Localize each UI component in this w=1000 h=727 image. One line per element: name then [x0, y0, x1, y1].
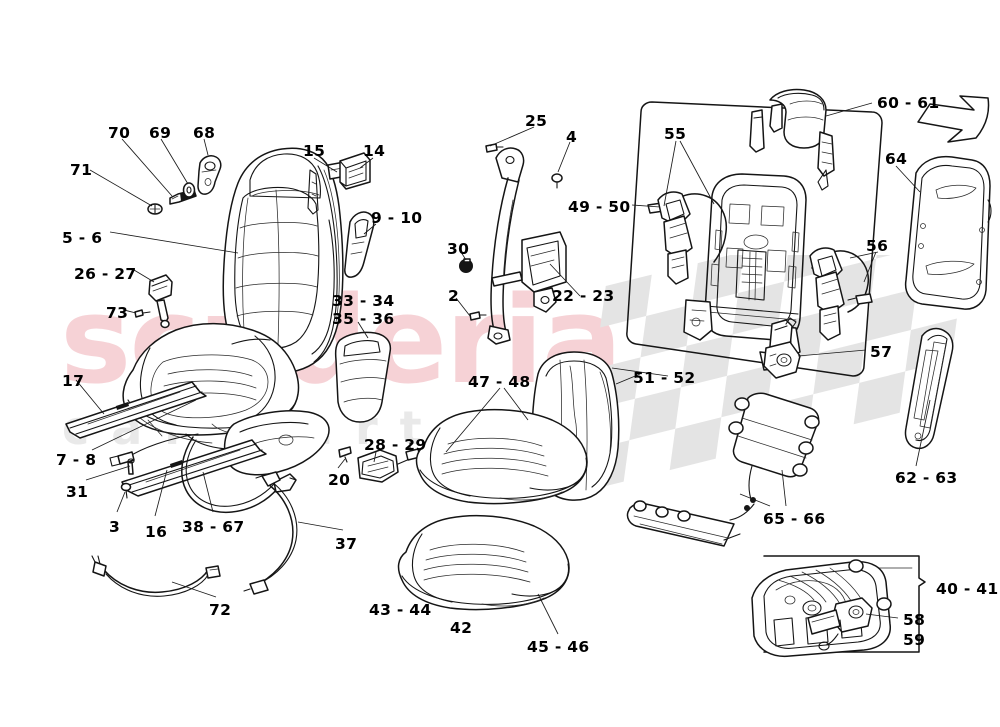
part-belt-stop-button-30 — [459, 258, 473, 273]
callout-68: 68 — [193, 124, 216, 142]
callout-20: 20 — [328, 471, 351, 489]
part-trim-clip-14 — [339, 152, 371, 190]
callout-35-36: 35 - 36 — [332, 310, 395, 328]
part-belt-screw-4 — [551, 173, 563, 189]
callout-72: 72 — [209, 601, 232, 619]
callout-45-46: 45 - 46 — [527, 638, 590, 656]
callout-58: 58 — [903, 611, 926, 629]
callout-17: 17 — [62, 372, 85, 390]
callout-64: 64 — [885, 150, 908, 168]
part-small-screw-73 — [134, 309, 151, 318]
part-washer-69 — [182, 182, 196, 198]
callout-28-29: 28 - 29 — [364, 436, 427, 454]
part-rail-bolt-3 — [120, 482, 132, 499]
callout-55: 55 — [664, 125, 687, 143]
part-wiring-harness-37 — [243, 471, 298, 595]
callout-3: 3 — [109, 518, 121, 536]
callout-73: 73 — [106, 304, 129, 322]
part-adjuster-motor-57 — [763, 317, 801, 379]
callout-16: 16 — [145, 523, 168, 541]
part-rail-pin-31 — [127, 458, 135, 475]
callout-15: 15 — [303, 142, 326, 160]
callout-9-10: 9 - 10 — [371, 209, 423, 227]
part-seat-cushion-upper-47-48 — [415, 351, 620, 505]
direction-arrow-icon — [917, 95, 990, 143]
part-seat-belt-assembly — [487, 147, 567, 345]
callout-25: 25 — [525, 112, 548, 130]
callout-33-34: 33 - 34 — [332, 292, 395, 310]
callout-47-48: 47 - 48 — [468, 373, 531, 391]
callout-22-23: 22 - 23 — [552, 287, 615, 305]
part-lumbar-cable-55 — [647, 191, 728, 285]
part-side-trim-cover-9-10 — [344, 211, 375, 278]
callout-60-61: 60 - 61 — [877, 94, 940, 112]
callout-30: 30 — [447, 240, 470, 258]
callout-57: 57 — [870, 343, 893, 361]
part-headrest-60-61 — [749, 88, 835, 191]
part-belt-lower-bolt-2 — [469, 311, 487, 321]
callout-14: 14 — [363, 142, 386, 160]
part-base-motor-58-59 — [807, 597, 873, 651]
callout-7-8: 7 - 8 — [56, 451, 97, 469]
leader-lines — [75, 102, 931, 635]
callout-51-52: 51 - 52 — [633, 369, 696, 387]
callout-70: 70 — [108, 124, 131, 142]
part-backrest-rear-panel-64 — [904, 155, 992, 310]
callout-42: 42 — [450, 619, 473, 637]
callout-71: 71 — [70, 161, 93, 179]
callout-43-44: 43 - 44 — [369, 601, 432, 619]
part-seat-side-panel-33-36 — [334, 331, 392, 423]
callout-2: 2 — [448, 287, 460, 305]
callout-56: 56 — [866, 237, 889, 255]
inset-frame-box — [626, 101, 883, 377]
part-seat-heating-element-65-66 — [728, 392, 820, 521]
callout-4: 4 — [566, 128, 578, 146]
part-washer-bolt-71 — [147, 203, 163, 215]
callout-65-66: 65 - 66 — [763, 510, 826, 528]
callout-5-6: 5 - 6 — [62, 229, 103, 247]
callout-26-27: 26 - 27 — [74, 265, 137, 283]
part-hinge-bracket-68 — [197, 155, 222, 195]
callout-31: 31 — [66, 483, 89, 501]
callout-69: 69 — [149, 124, 172, 142]
callout-49-50: 49 - 50 — [568, 198, 631, 216]
part-seat-belt-buckle-26-27 — [148, 274, 173, 329]
part-seat-cushion-lower-43-46 — [397, 514, 570, 611]
callout-38-67: 38 - 67 — [182, 518, 245, 536]
part-seat-rail-upper-17 — [65, 381, 207, 439]
part-connector-cap-20 — [338, 446, 352, 463]
callout-59: 59 — [903, 631, 926, 649]
callout-37: 37 — [335, 535, 358, 553]
callout-40-41: 40 - 41 — [936, 580, 999, 598]
part-lower-heater-pad — [626, 500, 741, 547]
callout-62-63: 62 - 63 — [895, 469, 958, 487]
part-seat-rail-lower-16 — [121, 439, 267, 497]
part-lumbar-cable-56 — [809, 247, 873, 341]
part-wiring-harness-72 — [91, 555, 221, 597]
